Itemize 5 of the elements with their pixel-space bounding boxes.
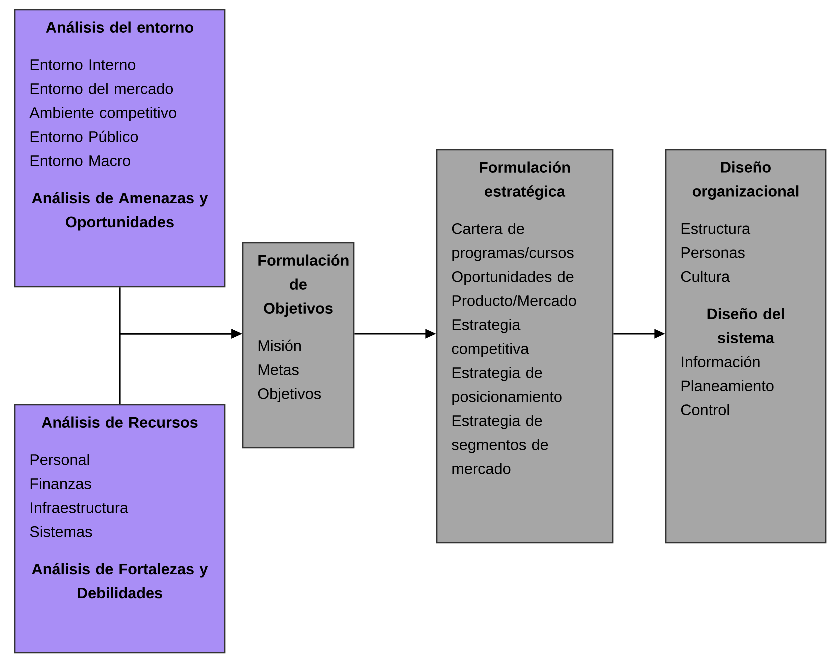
process-box: Formulación estratégica Cartera de programas/cursos Oportunidades de Producto/Mercado Estrategia competitiva Estrategia de posicionamiento Estrategia de segmentos de mercado (436, 149, 614, 544)
process-box: Formulación de Objetivos Misión Metas Objetivos (242, 242, 355, 449)
process-box: Análisis del entorno Entorno Interno Entorno del mercado Ambiente competitivo Entorno Público Entorno Macro Análisis de Amenazas y Oportunidades (14, 9, 226, 288)
process-box: Diseño organizacional Estructura Personas Cultura Diseño del sistema Información Planeamiento Control (665, 149, 827, 544)
process-box: Análisis de Recursos Personal Finanzas Infraestructura Sistemas Análisis de Fortalezas y Debilidades (14, 404, 226, 654)
